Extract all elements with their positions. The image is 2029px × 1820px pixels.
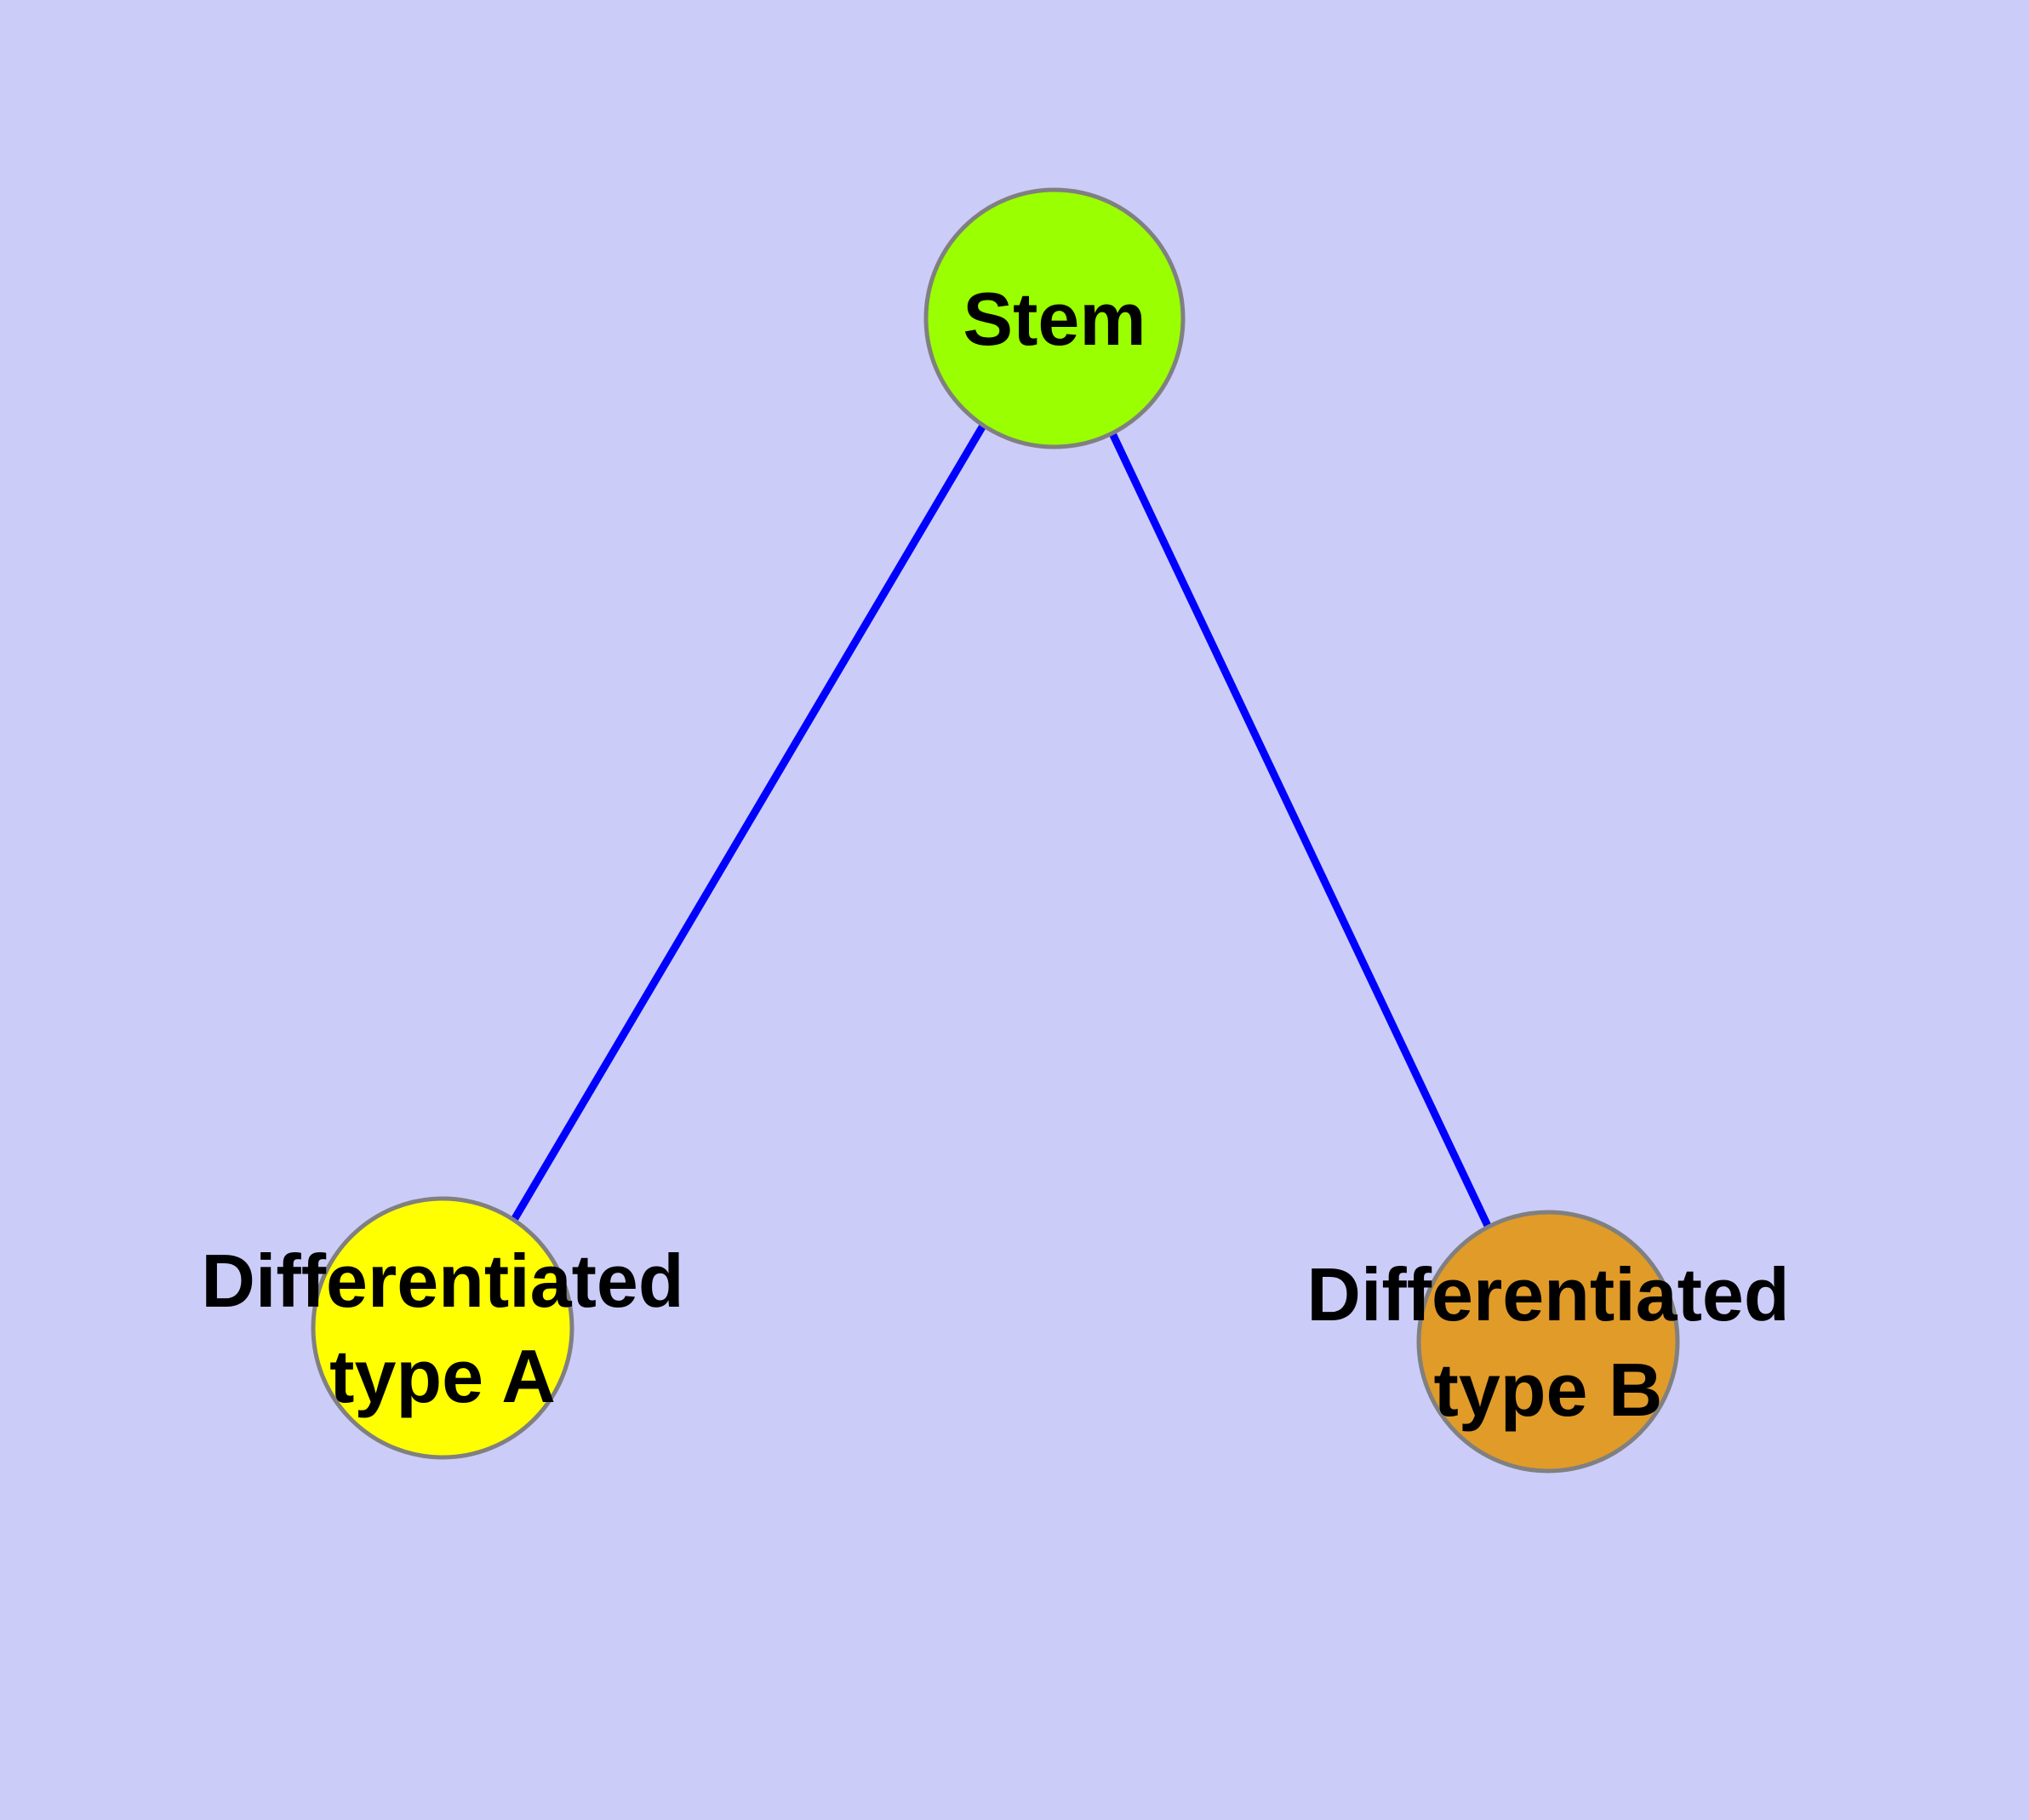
node-differentiated-type-a-circle[interactable] bbox=[311, 1196, 574, 1460]
node-stem-circle[interactable] bbox=[923, 187, 1186, 449]
edge-stem-to-differentiated-type-a[interactable] bbox=[508, 423, 986, 1227]
label-layer: Stem Differentiated type A Differentiated… bbox=[201, 277, 1789, 1432]
edge-stem-to-differentiated-type-b[interactable] bbox=[1107, 430, 1492, 1228]
node-differentiated-type-a-label: Differentiated type A bbox=[201, 1239, 683, 1418]
label-line: Differentiated bbox=[1306, 1252, 1789, 1336]
node-differentiated-type-b-circle[interactable] bbox=[1416, 1210, 1680, 1474]
label-line: Differentiated bbox=[201, 1239, 683, 1323]
node-layer bbox=[311, 187, 1680, 1474]
edge-layer bbox=[508, 423, 1492, 1228]
label-line: type A bbox=[329, 1334, 556, 1418]
label-line: type B bbox=[1434, 1348, 1663, 1432]
node-differentiated-type-b-label: Differentiated type B bbox=[1306, 1252, 1789, 1432]
node-stem-label: Stem bbox=[963, 277, 1146, 361]
label-line: Stem bbox=[963, 277, 1146, 361]
